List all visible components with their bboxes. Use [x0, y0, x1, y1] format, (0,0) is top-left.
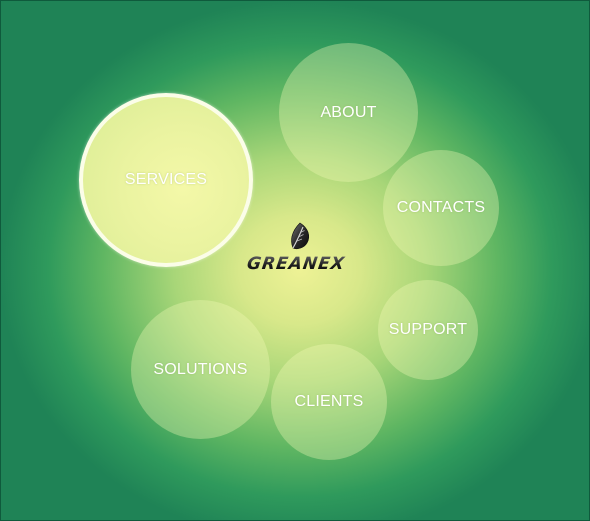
nav-label-support: SUPPORT [388, 321, 468, 338]
nav-circle-clients[interactable]: CLIENTS [271, 344, 387, 460]
nav-label-contacts: CONTACTS [396, 199, 486, 216]
leaf-icon [291, 222, 310, 250]
brand-logo[interactable]: GREANEX [236, 222, 356, 282]
nav-circle-contacts[interactable]: CONTACTS [383, 150, 499, 266]
nav-circle-solutions[interactable]: SOLUTIONS [131, 300, 270, 439]
nav-label-services: SERVICES [124, 171, 208, 188]
nav-circle-services[interactable]: SERVICES [79, 93, 253, 267]
nav-circle-about[interactable]: ABOUT [279, 43, 418, 182]
nav-label-solutions: SOLUTIONS [153, 360, 248, 378]
nav-circle-support[interactable]: SUPPORT [378, 280, 478, 380]
brand-name: GREANEX [235, 254, 358, 274]
nav-label-clients: CLIENTS [294, 393, 364, 410]
nav-label-about: ABOUT [320, 103, 377, 121]
